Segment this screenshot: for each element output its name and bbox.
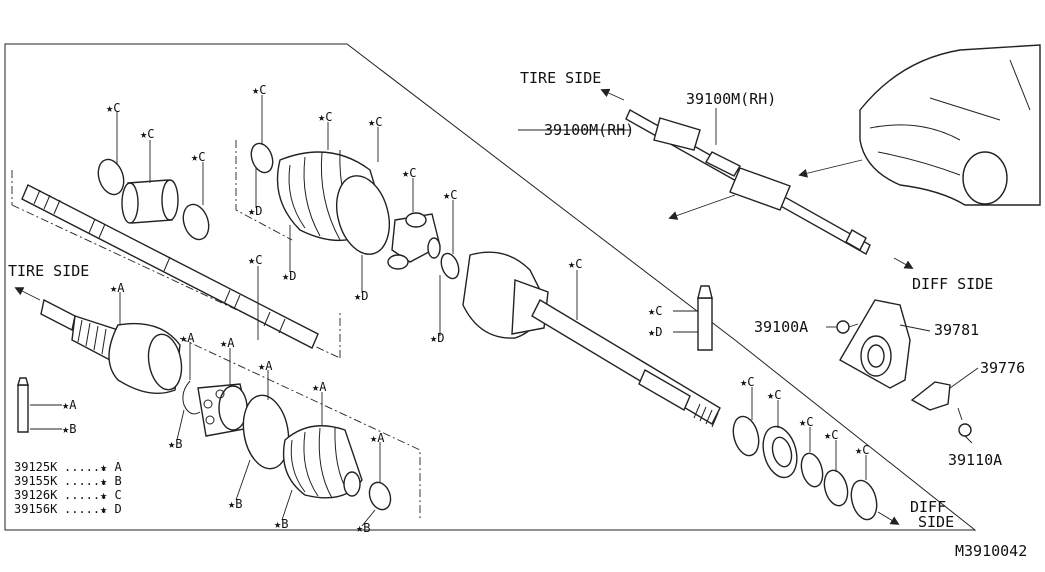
- marker-c: ★C: [191, 150, 205, 164]
- marker-c: ★C: [855, 443, 869, 457]
- marker-d: ★D: [430, 331, 444, 345]
- marker-b: ★B: [274, 517, 288, 531]
- tire-side-label-left: TIRE SIDE: [8, 262, 89, 280]
- marker-c: ★C: [140, 127, 154, 141]
- diff-side-arrow-bottom: [877, 511, 900, 525]
- legend-part: 39126K: [14, 488, 58, 502]
- inner-boot-band-c-small: [250, 142, 274, 174]
- spider-tripod: [387, 212, 441, 270]
- seal-ring-c-3: [823, 469, 849, 507]
- marker-b: ★B: [356, 521, 370, 535]
- circlip-b: [182, 380, 201, 415]
- diff-side-label-bottom-line1: DIFF: [910, 498, 946, 516]
- legend-mark: ★ D: [100, 502, 122, 516]
- marker-a: ★A: [220, 336, 235, 350]
- tire-side-label-top: TIRE SIDE: [520, 69, 601, 87]
- grease-tube-left: [17, 377, 29, 433]
- shaft-to-diagram-arrow: [668, 194, 736, 220]
- marker-b: ★B: [168, 437, 182, 451]
- marker-d: ★D: [282, 269, 296, 283]
- marker-a: ★A: [258, 359, 273, 373]
- marker-a: ★A: [110, 281, 125, 295]
- marker-a: ★A: [312, 380, 327, 394]
- outer-boot: [282, 425, 363, 499]
- legend-mark: ★ C: [100, 488, 122, 502]
- marker-c: ★C: [799, 415, 813, 429]
- support-bracket-39781: [839, 299, 911, 389]
- boot-group-bracket: [235, 140, 293, 241]
- inner-boot-band-c-large: [336, 175, 390, 255]
- legend-part: 39125K: [14, 460, 58, 474]
- marker-c: ★C: [106, 101, 120, 115]
- outer-boot-band-a-small: [368, 481, 392, 511]
- diff-side-label-right: DIFF SIDE: [912, 275, 993, 293]
- legend-dots: ......: [64, 502, 107, 516]
- marker-a: ★A: [370, 431, 385, 445]
- legend-mark: ★ A: [100, 460, 122, 474]
- outer-boot-group-bracket: [179, 337, 421, 520]
- retainer-39776: [910, 381, 951, 411]
- inner-shaft: [21, 184, 319, 349]
- inner-shaft-bracket: [11, 170, 341, 359]
- legend-dots: ......: [64, 474, 107, 488]
- assembled-driveshaft-top: [625, 109, 871, 255]
- damper-weight: [121, 179, 179, 224]
- marker-c: ★C: [248, 253, 262, 267]
- marker-c: ★C: [368, 115, 382, 129]
- marker-c: ★C: [740, 375, 754, 389]
- part-number-39110a: 39110A: [948, 451, 1002, 469]
- kit-legend: 39125K ...... ★ A 39155K ...... ★ B 3912…: [14, 460, 122, 516]
- diff-side-label-bottom-line2: SIDE: [918, 513, 954, 531]
- leader-lines: [30, 95, 979, 527]
- diagram-frame: [4, 43, 977, 531]
- legend-dots: ......: [64, 460, 107, 474]
- marker-a: ★A: [180, 331, 195, 345]
- tire-side-arrow-left: [14, 287, 41, 301]
- snap-ring-c-2: [800, 452, 824, 488]
- marker-c: ★C: [767, 388, 781, 402]
- legend-part: 39156K: [14, 502, 58, 516]
- outer-cv-joint-housing: [40, 298, 183, 394]
- bolt-39110a: [957, 407, 972, 437]
- marker-c: ★C: [568, 257, 582, 271]
- grease-tube-right: [697, 285, 713, 351]
- marker-c: ★C: [318, 110, 332, 124]
- grease-label-right-c: ★C: [648, 304, 662, 318]
- grease-label-left-b: ★B: [62, 422, 76, 436]
- marker-b: ★B: [228, 497, 242, 511]
- outboard-joint-housing: [462, 251, 549, 339]
- ball-cage-a: [197, 383, 251, 437]
- legend-part: 39155K: [14, 474, 58, 488]
- car-to-shaft-arrow: [798, 159, 863, 178]
- car-silhouette: [859, 44, 1041, 206]
- marker-c: ★C: [252, 83, 266, 97]
- part-number-39781: 39781: [934, 321, 979, 339]
- main-driveshaft: [531, 299, 721, 428]
- marker-c: ★C: [824, 428, 838, 442]
- snap-ring-d: [440, 252, 460, 280]
- seal-ring-c-4: [850, 479, 878, 521]
- damper-band-c: [182, 203, 210, 241]
- bearing-c: [762, 425, 798, 479]
- marker-c: ★C: [402, 166, 416, 180]
- inner-boot-band-c-upper-left: [97, 158, 125, 196]
- diff-side-arrow-right: [893, 257, 914, 269]
- outer-boot-band-b: [242, 394, 290, 470]
- marker-c: ★C: [443, 188, 457, 202]
- tire-side-arrow-top: [600, 88, 625, 101]
- legend-dots: ......: [64, 488, 107, 502]
- part-number-39776: 39776: [980, 359, 1025, 377]
- seal-ring-c-1: [732, 415, 760, 457]
- part-number-39100m-main: 39100M(RH): [544, 121, 634, 139]
- grease-label-left-a: ★A: [62, 398, 77, 412]
- legend-mark: ★ B: [100, 474, 122, 488]
- marker-d: ★D: [354, 289, 368, 303]
- part-number-39100m-top: 39100M(RH): [686, 90, 776, 108]
- marker-d: ★D: [248, 204, 262, 218]
- grease-label-right-d: ★D: [648, 325, 662, 339]
- part-number-39100a: 39100A: [754, 318, 808, 336]
- diagram-code: M3910042: [955, 542, 1027, 560]
- bolt-39100a: [836, 320, 859, 334]
